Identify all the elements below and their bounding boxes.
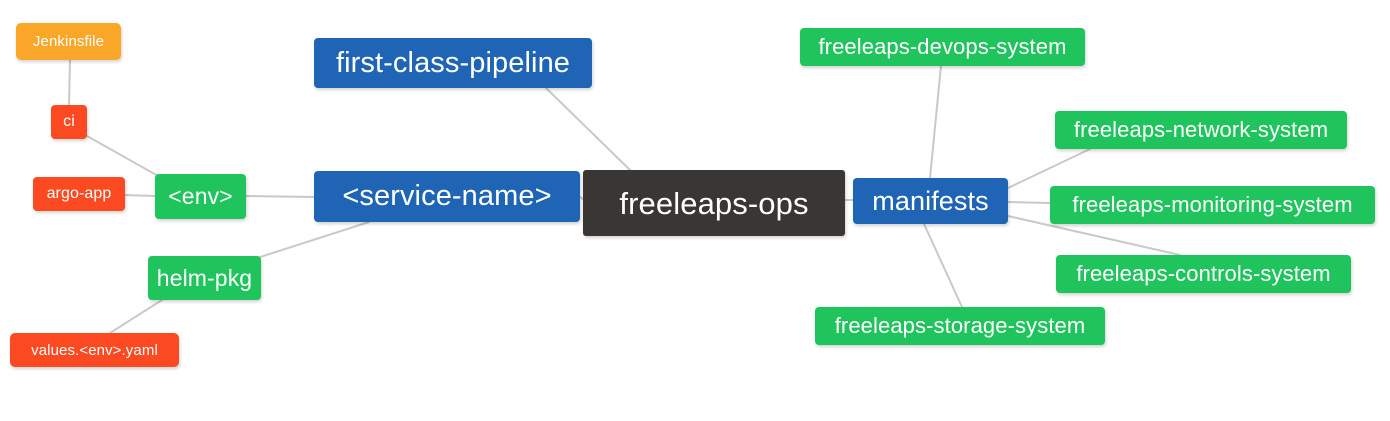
node-service-name[interactable]: <service-name> [314,171,580,222]
node-manifests[interactable]: manifests [853,178,1008,224]
edge-devops-sys-to-manifests [929,65,942,179]
node-monitoring-sys[interactable]: freeleaps-monitoring-system [1050,186,1375,224]
edge-manifests-to-storage-sys [923,223,963,308]
edge-argo-app-to-env [124,194,156,197]
node-env[interactable]: <env> [155,174,246,219]
edge-first-class-to-freeleaps-ops [545,87,631,171]
node-helm-pkg[interactable]: helm-pkg [148,256,261,300]
node-freeleaps-ops[interactable]: freeleaps-ops [583,170,845,236]
node-argo-app[interactable]: argo-app [33,177,125,211]
node-values-yaml[interactable]: values.<env>.yaml [10,333,179,367]
edge-jenkinsfile-to-ci [68,59,71,106]
node-devops-sys[interactable]: freeleaps-devops-system [800,28,1085,66]
node-controls-sys[interactable]: freeleaps-controls-system [1056,255,1351,293]
edge-manifests-to-monitoring-sys [1007,201,1051,204]
edge-env-to-service-name [245,195,315,198]
node-first-class[interactable]: first-class-pipeline [314,38,592,88]
edge-ci-to-env [86,135,161,178]
edge-service-name-to-helm-pkg [253,221,370,260]
node-network-sys[interactable]: freeleaps-network-system [1055,111,1347,149]
edge-manifests-to-network-sys [1007,148,1091,189]
edge-helm-pkg-to-values-yaml [109,299,163,334]
node-ci[interactable]: ci [51,105,87,139]
node-storage-sys[interactable]: freeleaps-storage-system [815,307,1105,345]
node-jenkinsfile[interactable]: Jenkinsfile [16,23,121,60]
